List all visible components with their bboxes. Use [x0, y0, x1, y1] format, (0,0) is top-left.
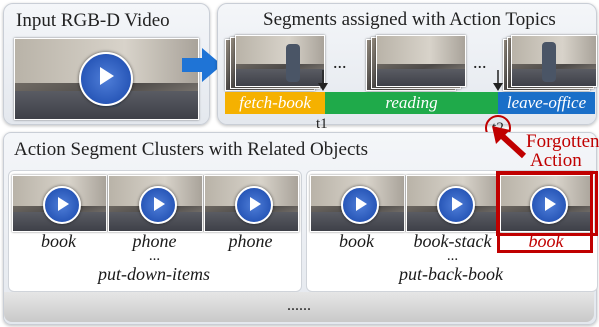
segment-fetch-book: fetch-book — [225, 92, 325, 114]
cluster-dots: ... — [148, 248, 161, 264]
object-label: book — [339, 231, 374, 251]
frame-stack-3 — [503, 35, 598, 91]
boundary-arrow-t1 — [318, 70, 328, 91]
object-label: book-stack — [413, 231, 492, 251]
play-icon[interactable] — [235, 186, 273, 224]
cluster-left-clip-2 — [108, 175, 203, 232]
object-label-forgotten: book — [528, 231, 564, 251]
boundary-arrow-t2 — [493, 70, 503, 91]
play-icon[interactable] — [341, 186, 379, 224]
frame-stack-1 — [225, 35, 325, 91]
cluster-right-clip-3-highlighted — [496, 171, 598, 236]
ellipsis: ... — [473, 52, 487, 72]
right-arrow-icon — [182, 48, 222, 82]
bottom-ellipsis: ...... — [287, 297, 311, 314]
segment-reading: reading — [325, 92, 498, 114]
action-topic-label: put-back-book — [399, 264, 503, 284]
input-video-title: Input RGB-D Video — [16, 10, 170, 31]
cluster-right-clip-1 — [310, 175, 405, 232]
clusters-title: Action Segment Clusters with Related Obj… — [14, 139, 369, 160]
clusters-panel-footer — [4, 292, 594, 322]
play-icon[interactable] — [437, 186, 475, 224]
ellipsis: ... — [333, 52, 347, 72]
forgotten-arrow-icon — [492, 126, 527, 159]
cluster-left-clip-3 — [204, 175, 299, 232]
cluster-right-clip-2 — [406, 175, 501, 232]
forgotten-label: Forgotten — [526, 131, 599, 152]
input-video-panel: Input RGB-D Video — [3, 3, 210, 125]
play-icon[interactable] — [139, 186, 177, 224]
forgotten-highlight-box — [497, 172, 593, 253]
input-video-thumbnail — [14, 38, 199, 120]
object-label: phone — [228, 231, 273, 251]
cluster-dots: ... — [446, 248, 459, 264]
play-icon[interactable] — [79, 52, 133, 106]
frame-stack-2 — [366, 35, 466, 91]
time-label-t1: t1 — [316, 116, 328, 132]
object-label: phone — [132, 231, 177, 251]
cluster-left-clip-1 — [12, 175, 107, 232]
action-topic-label: put-down-items — [98, 264, 210, 284]
segment-leave-office: leave-office — [498, 92, 595, 114]
forgotten-label: Action — [530, 150, 582, 171]
segments-title: Segments assigned with Action Topics — [263, 9, 556, 30]
object-label: book — [41, 231, 76, 251]
play-icon[interactable] — [530, 186, 568, 224]
play-icon[interactable] — [43, 186, 81, 224]
